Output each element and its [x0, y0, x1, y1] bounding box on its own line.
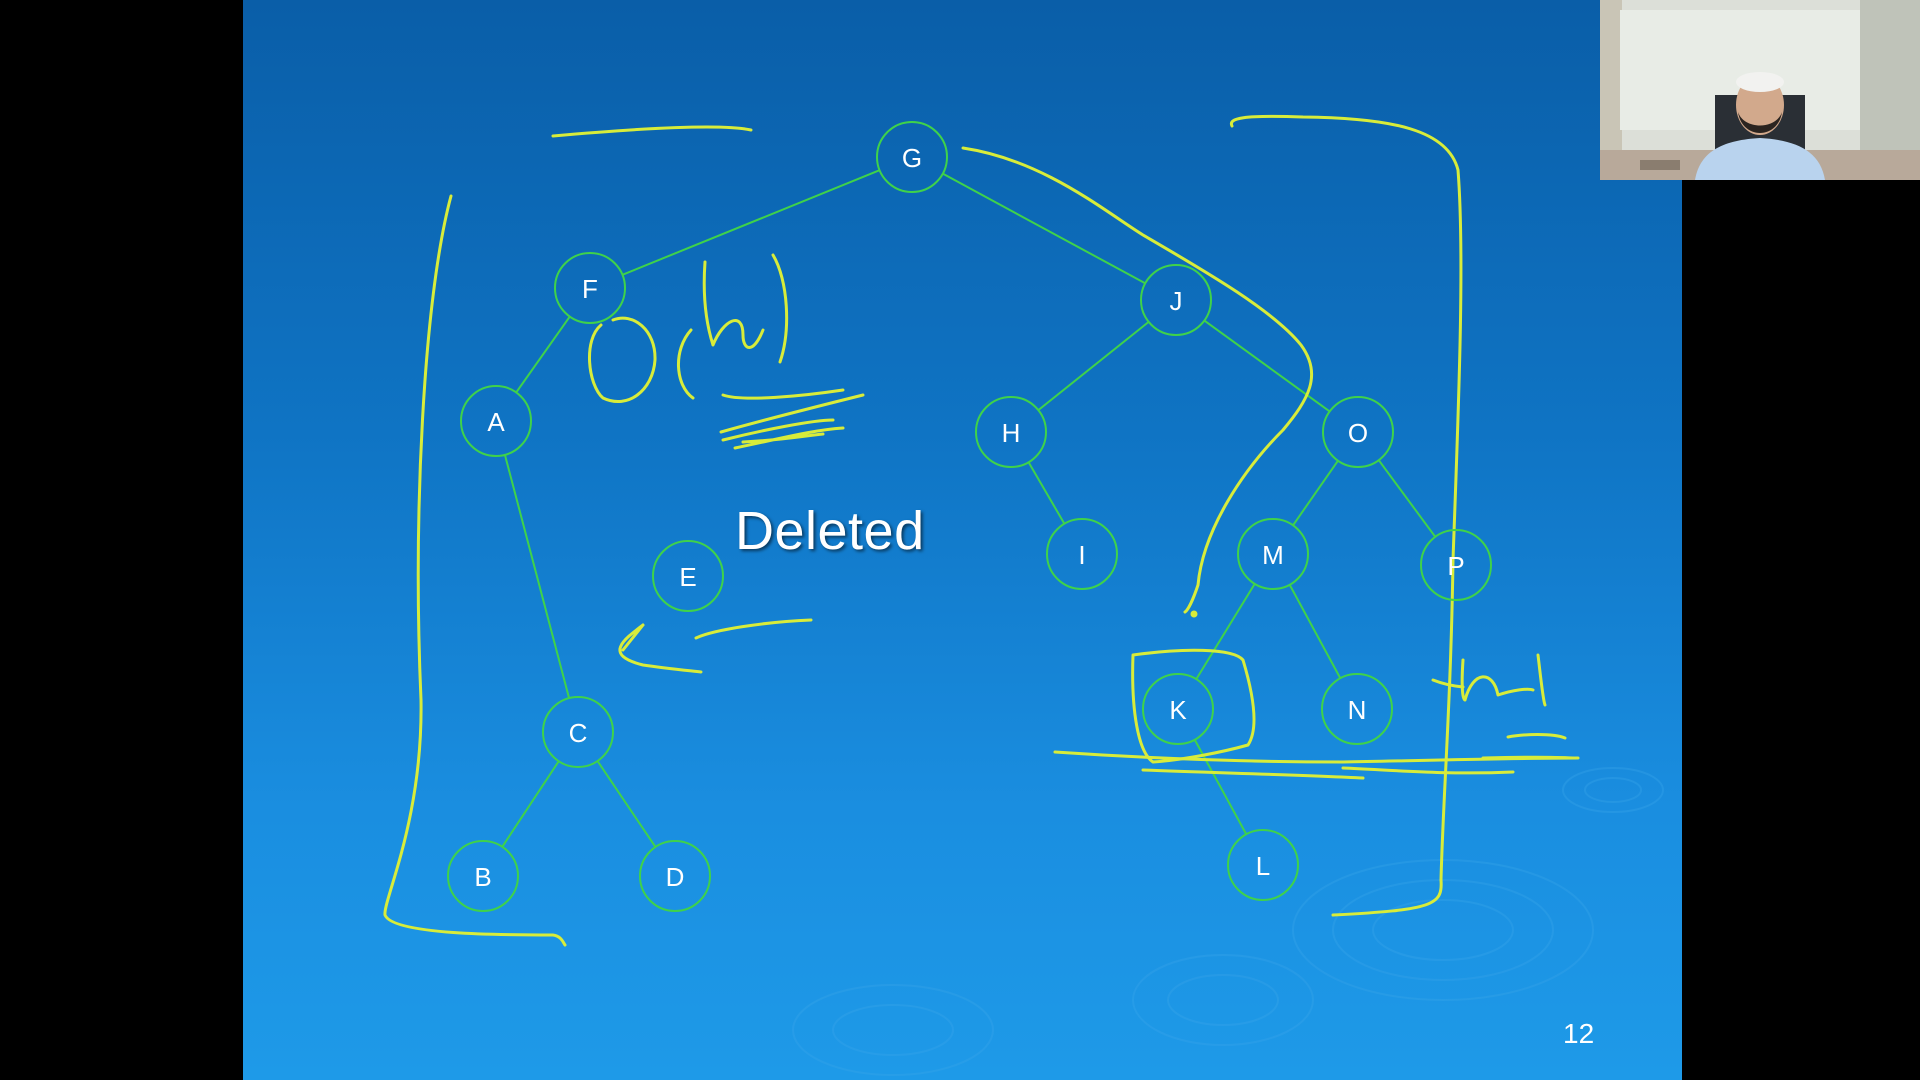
- annotation-path-g-to-m: [961, 146, 1314, 614]
- tree-node-I: I: [1046, 518, 1118, 590]
- annotation-dot: [1190, 610, 1198, 618]
- node-label-A: A: [487, 407, 505, 437]
- edge-O-P: [1377, 459, 1437, 538]
- node-circle-C: [542, 696, 614, 768]
- annotation-bracket-top-left: [551, 125, 753, 138]
- node-label-F: F: [582, 274, 598, 304]
- node-circle-J: [1140, 264, 1212, 336]
- tree-node-A: A: [460, 385, 532, 457]
- edge-G-F: [622, 169, 880, 276]
- node-label-I: I: [1078, 540, 1085, 570]
- edge-A-C: [503, 454, 571, 699]
- node-circle-I: [1046, 518, 1118, 590]
- tree-node-N: N: [1321, 673, 1393, 745]
- node-label-C: C: [569, 718, 588, 748]
- tree-node-M: M: [1237, 518, 1309, 590]
- presentation-slide: G F J A H O E I M P C K N B D L Deleted 12: [243, 0, 1682, 1080]
- water-ripple-decoration: [792, 767, 1664, 1076]
- annotation-bracket-left: [383, 194, 567, 947]
- annotation-o-close-paren: [771, 253, 789, 364]
- edge-J-H: [1037, 321, 1150, 411]
- node-circle-P: [1420, 529, 1492, 601]
- tree-node-L: L: [1227, 829, 1299, 901]
- tree-edges: [501, 169, 1437, 848]
- tree-nodes: G F J A H O E I M P C K N B D L: [447, 121, 1492, 912]
- edge-C-B: [501, 760, 560, 848]
- annotation-k-underline-2: [1341, 766, 1515, 775]
- node-label-N: N: [1348, 695, 1367, 725]
- tree-diagram: G F J A H O E I M P C K N B D L: [383, 114, 1664, 1076]
- annotation-k-box: [1131, 648, 1256, 764]
- node-label-M: M: [1262, 540, 1284, 570]
- presenter-webcam: [1600, 0, 1920, 180]
- annotation-underline-short-2: [1481, 755, 1575, 760]
- tree-node-O: O: [1322, 396, 1394, 468]
- node-circle-O: [1322, 396, 1394, 468]
- node-circle-A: [460, 385, 532, 457]
- annotation-scribble: [719, 393, 865, 450]
- node-circle-G: [876, 121, 948, 193]
- edge-M-K: [1195, 583, 1256, 680]
- tree-node-H: H: [975, 396, 1047, 468]
- node-label-L: L: [1256, 851, 1270, 881]
- node-label-H: H: [1002, 418, 1021, 448]
- node-label-K: K: [1169, 695, 1187, 725]
- node-circle-D: [639, 840, 711, 912]
- presenter-webcam-icon: [1600, 0, 1920, 180]
- node-circle-N: [1321, 673, 1393, 745]
- annotation-underline-short: [1506, 733, 1567, 740]
- node-circle-H: [975, 396, 1047, 468]
- node-label-E: E: [679, 562, 696, 592]
- edge-F-A: [515, 316, 571, 393]
- annotation-arrow: [618, 618, 813, 674]
- annotation-o-paren: [677, 328, 695, 400]
- node-label-D: D: [666, 862, 685, 892]
- deleted-label: Deleted: [735, 501, 925, 561]
- node-circle-K: [1142, 673, 1214, 745]
- node-circle-L: [1227, 829, 1299, 901]
- tree-node-G: G: [876, 121, 948, 193]
- edge-G-J: [942, 172, 1146, 285]
- tree-node-B: B: [447, 840, 519, 912]
- node-label-P: P: [1447, 551, 1464, 581]
- annotation-k-underline: [1053, 750, 1580, 780]
- node-circle-E: [652, 540, 724, 612]
- edge-O-M: [1292, 460, 1339, 526]
- annotation-h-minus-1: [1431, 653, 1547, 707]
- tree-node-J: J: [1140, 264, 1212, 336]
- node-label-O: O: [1348, 418, 1368, 448]
- node-label-B: B: [474, 862, 491, 892]
- annotation-o-of-h: [588, 316, 657, 404]
- edge-C-D: [596, 760, 657, 848]
- node-label-J: J: [1170, 286, 1183, 316]
- edge-M-N: [1288, 584, 1342, 679]
- annotation-bracket-right: [1229, 114, 1463, 917]
- edge-H-I: [1027, 461, 1066, 525]
- tree-node-F: F: [554, 252, 626, 324]
- tree-node-E: E: [652, 540, 724, 612]
- tree-node-D: D: [639, 840, 711, 912]
- node-circle-F: [554, 252, 626, 324]
- node-circle-B: [447, 840, 519, 912]
- annotation-underline-1: [721, 388, 845, 400]
- slide-page-number: 12: [1563, 1018, 1595, 1049]
- tree-node-C: C: [542, 696, 614, 768]
- handwritten-annotations: [383, 114, 1580, 947]
- tree-node-K: K: [1142, 673, 1214, 745]
- edge-J-O: [1203, 319, 1331, 413]
- annotation-o-h: [702, 260, 765, 349]
- node-circle-M: [1237, 518, 1309, 590]
- node-label-G: G: [902, 143, 922, 173]
- tree-node-P: P: [1420, 529, 1492, 601]
